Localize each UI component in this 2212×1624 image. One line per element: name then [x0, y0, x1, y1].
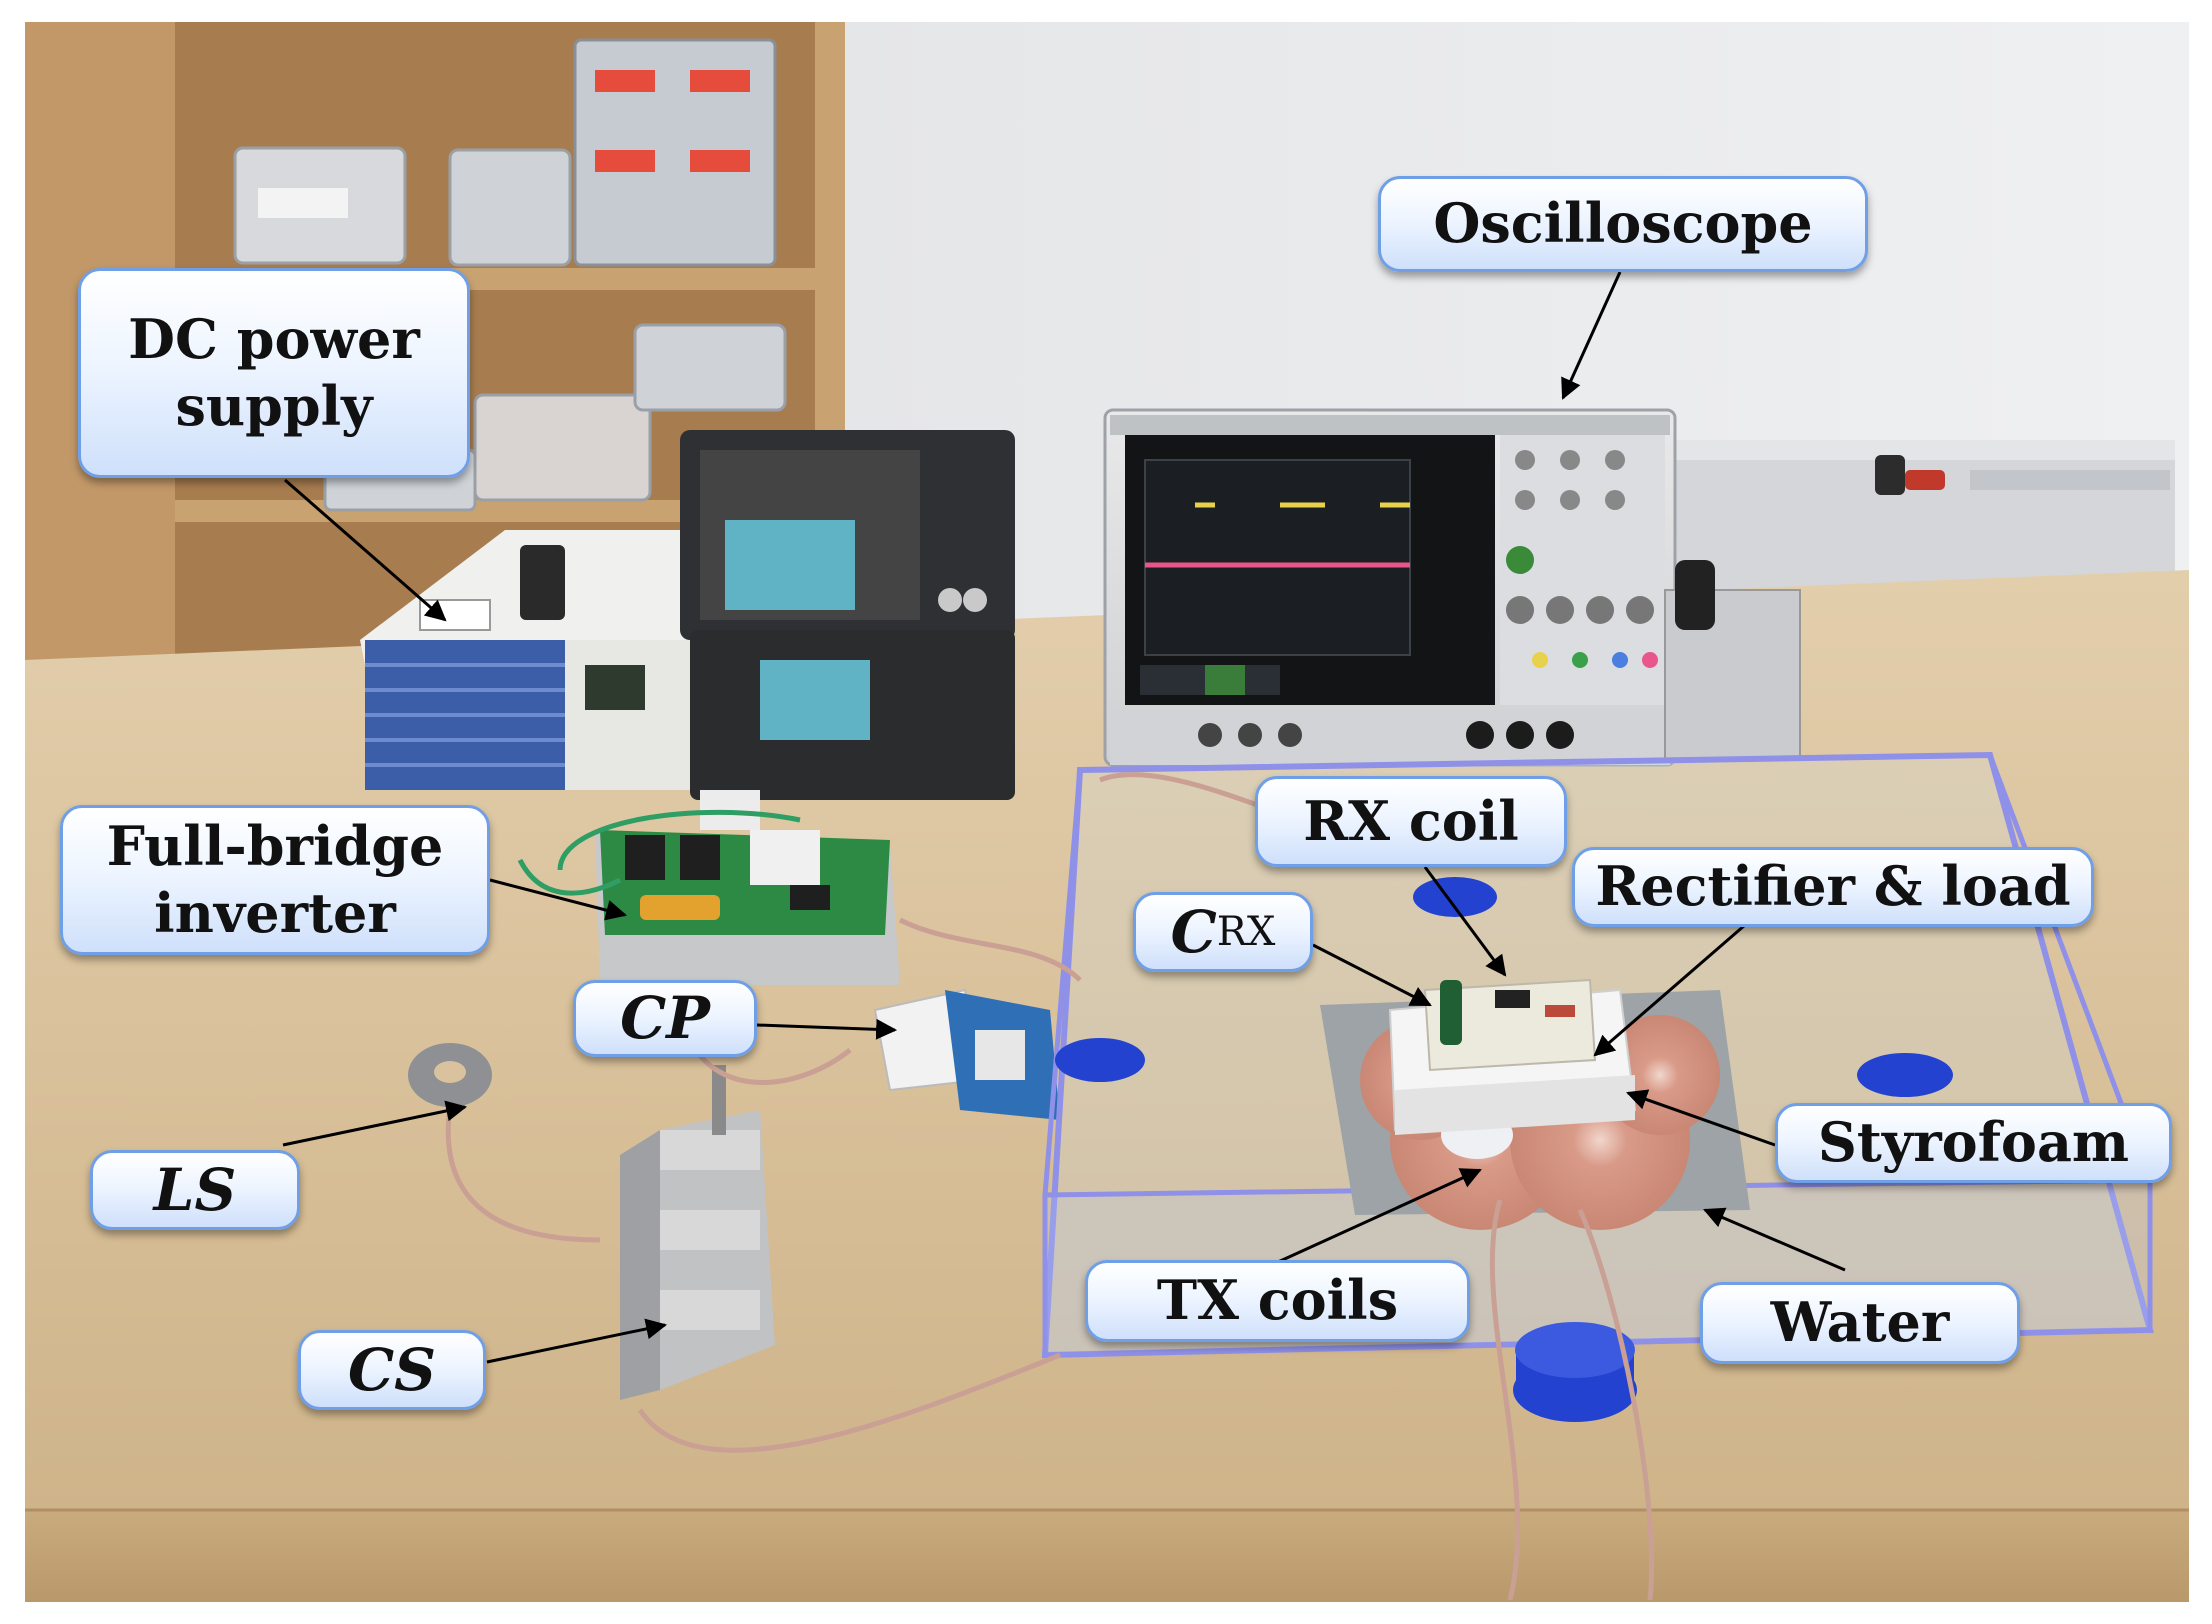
annotation-arrows: [282, 271, 1846, 1364]
arrow-styrofoam: [1626, 1089, 1776, 1147]
label-ls-symbol: L: [153, 1155, 195, 1224]
label-cs-sub: S: [394, 1335, 437, 1404]
callout-dc-power-supply: DC power supply: [78, 268, 470, 478]
label-tx-coils: TX coils: [1156, 1268, 1399, 1333]
full-bridge-inverter-board: [595, 790, 900, 985]
label-ls-sub: S: [194, 1155, 237, 1224]
blue-puck: [1857, 1053, 1953, 1097]
label-dc-power-line2: supply: [175, 374, 373, 438]
label-crx-sub: RX: [1216, 909, 1276, 955]
arrow-cp: [756, 1018, 898, 1040]
callout-full-bridge-inverter: Full-bridge inverter: [60, 805, 490, 955]
function-generator-stack: [680, 430, 1015, 800]
label-cp-sub: P: [666, 984, 710, 1053]
dc-power-supply-unit: [360, 530, 690, 790]
oscilloscope-unit: [1103, 408, 1677, 767]
arrow-ls: [282, 1100, 468, 1147]
callout-rectifier-load: Rectifier & load: [1572, 847, 2094, 927]
ls-toroid-inductor: [408, 1043, 492, 1107]
arrow-cs: [486, 1318, 668, 1364]
blue-puck: [1413, 877, 1497, 917]
callout-tx-coils: TX coils: [1085, 1260, 1470, 1342]
callout-rx-coil: RX coil: [1255, 776, 1567, 867]
label-water: Water: [1770, 1290, 1950, 1355]
label-dc-power-line1: DC power: [128, 306, 420, 371]
arrow-full-bridge: [489, 878, 628, 921]
label-styrofoam: Styrofoam: [1817, 1110, 2130, 1175]
arrow-water: [1703, 1207, 1846, 1272]
cables: [445, 772, 1655, 1601]
arrow-rectifier: [1593, 923, 1746, 1057]
label-full-bridge-line1: Full-bridge: [106, 813, 444, 878]
callout-styrofoam: Styrofoam: [1775, 1103, 2172, 1183]
arrow-dc-power-supply: [284, 478, 447, 622]
label-cp-symbol: C: [620, 984, 667, 1053]
arrow-rx-coil: [1423, 866, 1507, 977]
arrow-tx-coils: [1277, 1168, 1482, 1264]
label-oscilloscope: Oscilloscope: [1433, 191, 1813, 256]
label-crx-symbol: C: [1170, 897, 1217, 966]
label-cs-symbol: C: [347, 1335, 395, 1404]
label-rectifier-load: Rectifier & load: [1595, 854, 2071, 919]
rectifier-load-board: [1423, 978, 1597, 1072]
callout-oscilloscope: Oscilloscope: [1378, 176, 1868, 272]
cp-capacitor: [873, 988, 1060, 1120]
label-rx-coil: RX coil: [1303, 788, 1519, 853]
callout-water: Water: [1700, 1282, 2020, 1364]
arrow-oscilloscope: [1561, 271, 1622, 400]
blue-puck: [1055, 1038, 1145, 1082]
arrow-crx: [1312, 943, 1432, 1007]
label-full-bridge-line2: inverter: [154, 881, 396, 945]
